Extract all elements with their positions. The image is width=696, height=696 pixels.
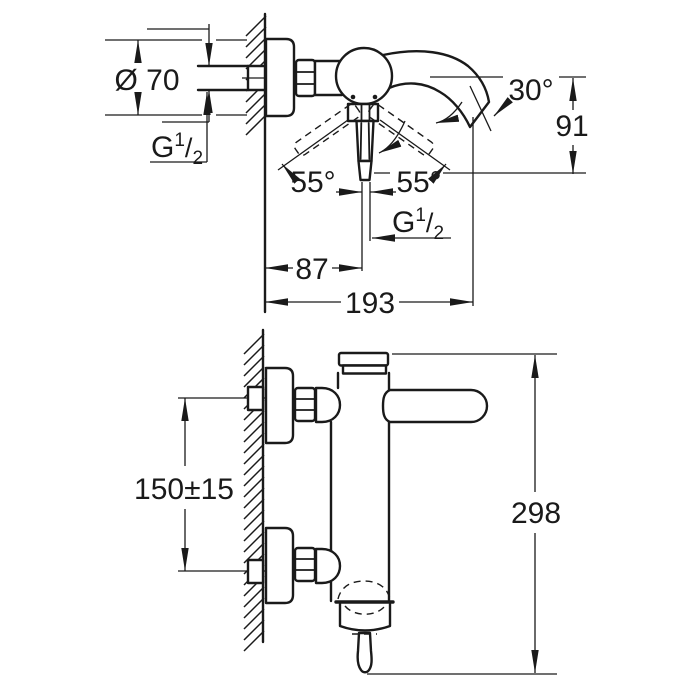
swing-arrow-right — [428, 163, 447, 184]
lower-union-nut-facets — [294, 558, 316, 571]
union-nut — [294, 58, 317, 98]
side-view-drawing: Ø 70 G1/2 55° 55° 3 — [105, 12, 589, 320]
wall-hatching — [243, 333, 265, 652]
label-outlet-thread: G1/2 — [392, 205, 444, 244]
spout-hidden-arc — [337, 580, 391, 600]
label-wall-to-outlet: 87 — [295, 253, 328, 286]
label-inlet-thread: G1/2 — [151, 130, 203, 169]
swing-boundary-right — [379, 119, 451, 171]
label-spout-angle: 30° — [508, 74, 553, 107]
outlet-hidden-arc — [344, 605, 386, 615]
lower-escutcheon — [264, 526, 295, 605]
label-swing-right: 55° — [396, 166, 441, 199]
spout-angle-leader — [493, 97, 513, 117]
upper-supply-pipe — [246, 385, 265, 412]
supply-pipe-outline — [196, 64, 250, 92]
ball-dot-right — [372, 94, 378, 100]
outlet-block — [338, 602, 392, 632]
union-nut-facets — [295, 71, 316, 85]
lower-union-nut — [293, 546, 317, 583]
ball-dot-left — [350, 94, 356, 100]
upper-inlet-bulge — [314, 386, 342, 424]
lower-supply-pipe — [246, 558, 265, 585]
swung-handle-left — [367, 103, 435, 156]
spout-swivel-arrow — [435, 101, 463, 124]
front-view-drawing: 150±15 298 — [134, 328, 561, 675]
label-connection-spacing: 150±15 — [134, 473, 234, 506]
outlet-witness-lines — [361, 182, 371, 271]
pipe-dim-jog-lines — [147, 28, 209, 123]
swing-arrow-left — [281, 163, 300, 184]
handle-tip — [357, 159, 373, 182]
swung-handle-right — [293, 103, 361, 156]
cartridge-cap — [337, 351, 390, 367]
escutcheon — [264, 37, 296, 118]
upper-union-nut-facets — [294, 398, 316, 411]
dim298-witness-lines — [367, 353, 557, 675]
spout-face-extension-line — [469, 85, 492, 132]
label-spout-height: 91 — [555, 110, 588, 143]
label-total-height: 298 — [511, 497, 561, 530]
handle-rod — [355, 119, 375, 163]
aerator-spigot — [356, 631, 373, 674]
spout — [381, 50, 491, 129]
upper-union-nut — [293, 386, 317, 423]
label-wall-to-spout-tip: 193 — [345, 287, 395, 320]
dim91-witness-lines — [374, 76, 586, 174]
label-escutcheon-diameter: Ø 70 — [114, 64, 179, 97]
label-swing-left: 55° — [290, 166, 335, 199]
upper-escutcheon — [264, 366, 295, 445]
handle-swing-arrow — [378, 120, 406, 154]
dia70-witness-lines — [105, 39, 247, 116]
handle-rod-lines — [359, 122, 371, 160]
lower-inlet-bulge — [314, 547, 342, 585]
cartridge-ring — [341, 364, 388, 375]
handle-collar — [346, 102, 380, 123]
swing-boundary-left — [277, 119, 349, 171]
ball-joint — [334, 46, 394, 106]
lever-handle — [381, 388, 489, 424]
